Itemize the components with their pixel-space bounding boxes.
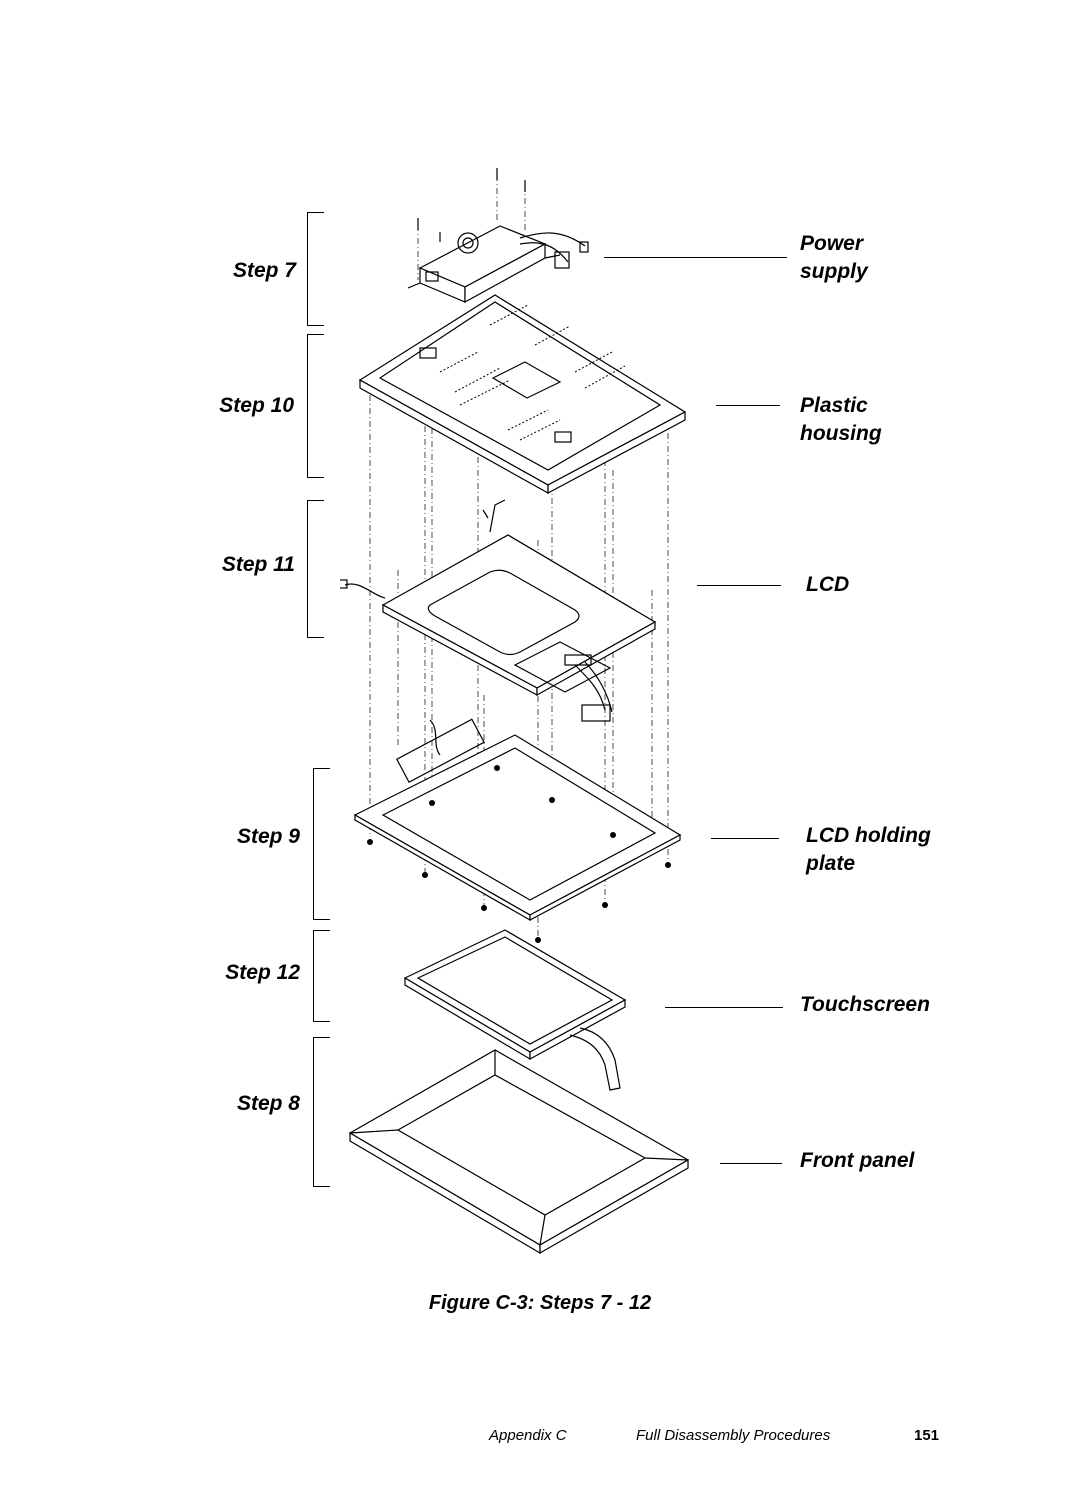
plastic-housing-leader [716, 405, 780, 406]
step-8-bracket [313, 1037, 330, 1187]
lcd-holding-plate-label: LCD holding plate [806, 824, 931, 875]
step-7-bracket [307, 212, 324, 326]
step-8-label: Step 8 [236, 1092, 300, 1115]
plastic-housing-label: Plastic housing [800, 394, 882, 445]
touchscreen-label: Touchscreen [800, 993, 930, 1016]
figure-caption: Figure C-3: Steps 7 - 12 [428, 1292, 652, 1314]
lcd-label: LCD [806, 573, 850, 596]
step-7-label: Step 7 [232, 259, 296, 282]
step-9-label: Step 9 [236, 825, 300, 848]
front-panel-drawing [348, 1049, 690, 1255]
step-10-label: Step 10 [219, 394, 294, 417]
front-panel-leader [720, 1163, 782, 1164]
lcd-drawing [340, 499, 657, 722]
step-11-bracket [307, 500, 324, 638]
power-supply-label: Power supply [800, 232, 868, 283]
plastic-housing-drawing [358, 294, 687, 495]
step-12-label: Step 12 [225, 961, 300, 984]
lcd-leader [697, 585, 781, 586]
step-10-bracket [307, 334, 324, 478]
footer-appendix: Appendix C [489, 1427, 567, 1444]
step-12-bracket [313, 930, 330, 1022]
exploded-view-diagram [340, 168, 690, 1255]
footer-section-title: Full Disassembly Procedures [636, 1427, 831, 1444]
front-panel-label: Front panel [800, 1149, 915, 1172]
power-supply-leader [604, 257, 787, 258]
power-supply-drawing [407, 168, 589, 304]
step-11-label: Step 11 [221, 553, 295, 576]
touchscreen-leader [665, 1007, 783, 1008]
step-9-bracket [313, 768, 330, 920]
lcd-holding-plate-drawing [353, 718, 682, 943]
touchscreen-drawing [403, 929, 627, 1091]
page-number: 151 [914, 1427, 940, 1444]
lcd-holding-plate-leader [711, 838, 779, 839]
